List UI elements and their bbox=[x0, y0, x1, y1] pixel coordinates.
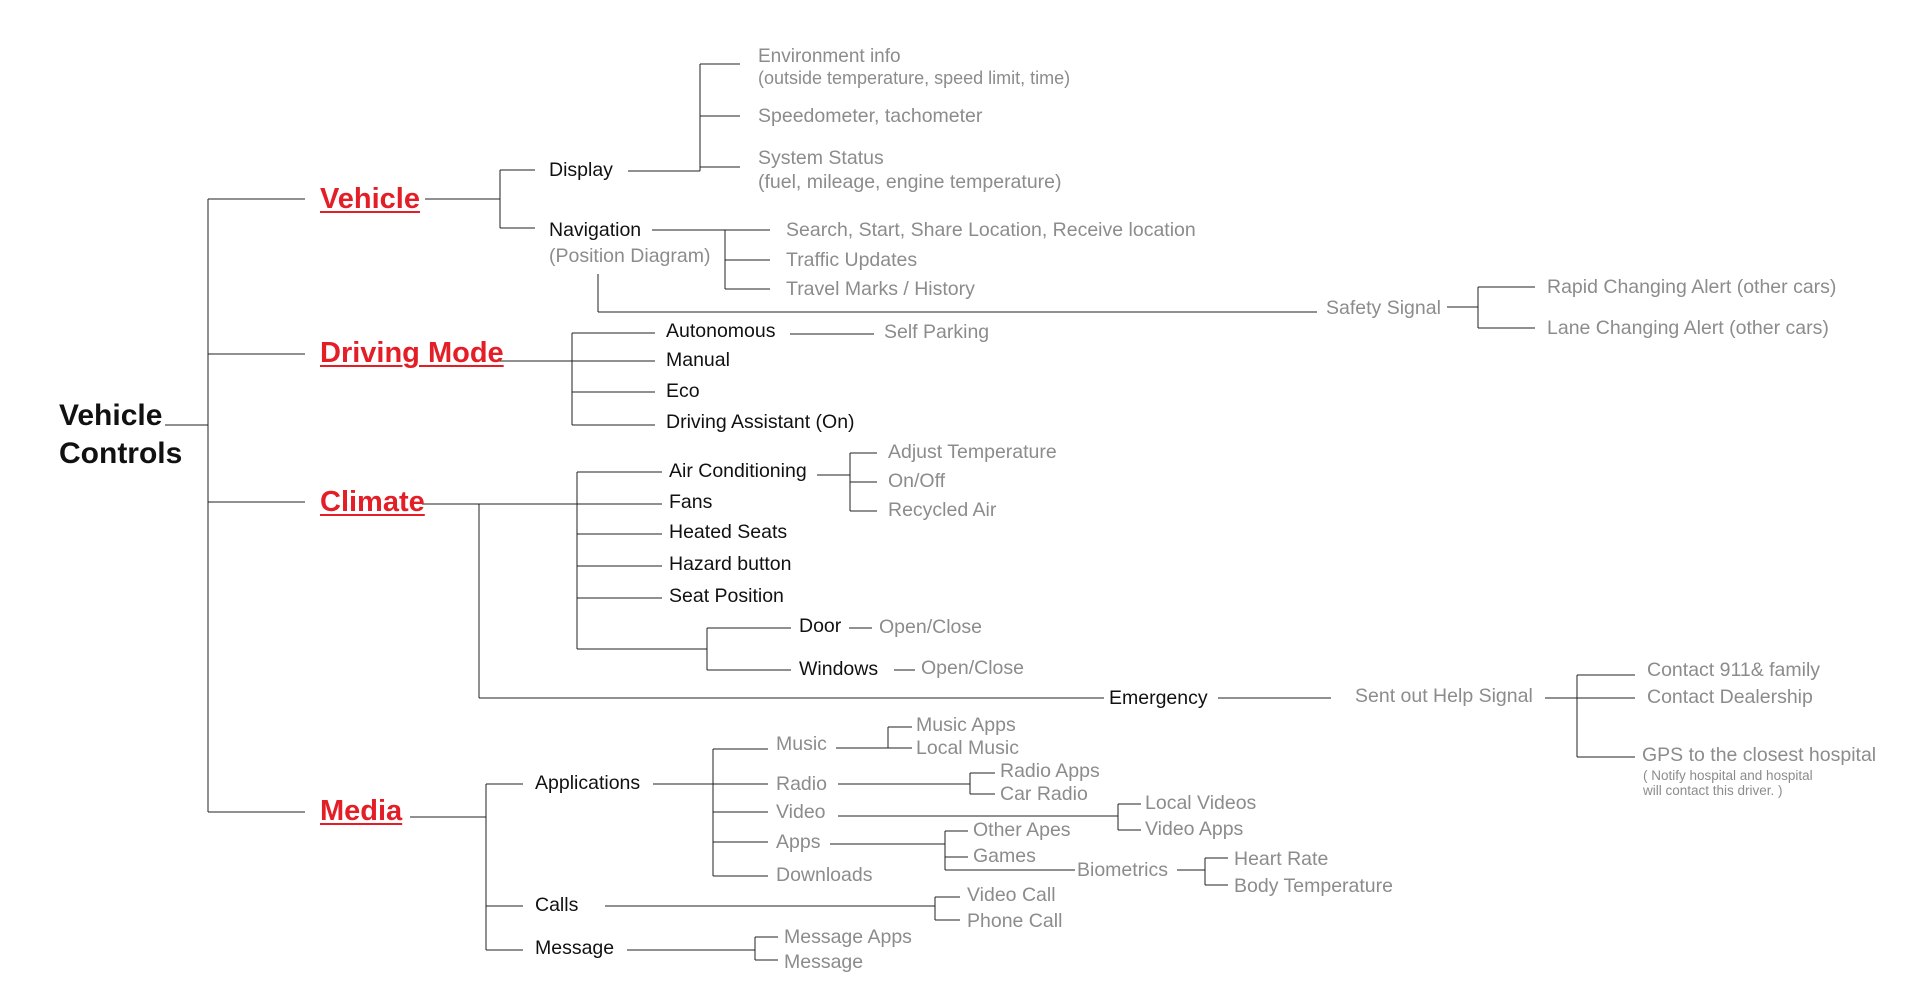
climate-hazard-button: Hazard button bbox=[669, 553, 792, 575]
display-system-status-detail: (fuel, mileage, engine temperature) bbox=[758, 171, 1062, 193]
ac-recycled-air: Recycled Air bbox=[888, 499, 997, 521]
calls-video-call: Video Call bbox=[967, 884, 1056, 906]
windows-open-close: Open/Close bbox=[921, 657, 1024, 679]
apps-radio: Radio bbox=[776, 773, 827, 795]
apps-video: Video bbox=[776, 801, 826, 823]
video-apps: Video Apps bbox=[1145, 818, 1244, 840]
display-environment-detail: (outside temperature, speed limit, time) bbox=[758, 68, 1071, 88]
vehicle-navigation: Navigation bbox=[549, 219, 642, 241]
biometrics-body-temperature: Body Temperature bbox=[1234, 875, 1393, 897]
apps-downloads: Downloads bbox=[776, 864, 873, 886]
music-apps: Music Apps bbox=[916, 714, 1016, 736]
apps-music: Music bbox=[776, 733, 827, 755]
navigation-travel-marks: Travel Marks / History bbox=[786, 278, 975, 300]
media-message: Message bbox=[535, 937, 615, 959]
emergency-contact-911: Contact 911& family bbox=[1647, 659, 1821, 681]
display-system-status: System Status bbox=[758, 147, 884, 169]
vehicle-display: Display bbox=[549, 159, 613, 181]
navigation-traffic: Traffic Updates bbox=[786, 249, 918, 271]
message-apps: Message Apps bbox=[784, 926, 912, 948]
apps-biometrics: Biometrics bbox=[1077, 859, 1169, 881]
climate-emergency: Emergency bbox=[1109, 687, 1208, 709]
display-speedometer: Speedometer, tachometer bbox=[758, 105, 983, 127]
navigation-search: Search, Start, Share Location, Receive l… bbox=[786, 219, 1196, 241]
climate-seat-position: Seat Position bbox=[669, 585, 784, 607]
calls-phone-call: Phone Call bbox=[967, 910, 1063, 932]
climate-heated-seats: Heated Seats bbox=[669, 521, 788, 543]
gps-note-line1: ( Notify hospital and hospital bbox=[1643, 768, 1813, 783]
climate-windows: Windows bbox=[799, 658, 879, 680]
safety-lane-changing-alert: Lane Changing Alert (other cars) bbox=[1547, 317, 1829, 339]
category-driving-mode: Driving Mode bbox=[320, 337, 504, 369]
category-media: Media bbox=[320, 795, 403, 827]
message-message: Message bbox=[784, 951, 864, 973]
driving-autonomous: Autonomous bbox=[666, 320, 776, 342]
emergency-help-signal: Sent out Help Signal bbox=[1355, 685, 1533, 707]
media-applications: Applications bbox=[535, 772, 641, 794]
gps-note-line2: will contact this driver. ) bbox=[1643, 783, 1783, 799]
biometrics-heart-rate: Heart Rate bbox=[1234, 848, 1329, 870]
door-open-close: Open/Close bbox=[879, 616, 982, 638]
driving-eco: Eco bbox=[666, 380, 700, 402]
category-climate: Climate bbox=[320, 486, 425, 518]
video-local: Local Videos bbox=[1145, 792, 1257, 814]
radio-apps: Radio Apps bbox=[1000, 760, 1100, 782]
driving-self-parking: Self Parking bbox=[884, 321, 990, 343]
emergency-gps-hospital: GPS to the closest hospital bbox=[1642, 744, 1877, 766]
navigation-position-diagram: (Position Diagram) bbox=[549, 245, 711, 267]
driving-manual: Manual bbox=[666, 349, 730, 371]
root-title-line1: Vehicle bbox=[59, 399, 163, 432]
apps-apps: Apps bbox=[776, 831, 821, 853]
ac-on-off: On/Off bbox=[888, 470, 946, 492]
climate-fans: Fans bbox=[669, 491, 713, 513]
category-vehicle: Vehicle bbox=[320, 183, 420, 215]
display-environment-info: Environment info bbox=[758, 46, 901, 67]
music-local: Local Music bbox=[916, 737, 1019, 759]
root-title-line2: Controls bbox=[59, 437, 183, 471]
apps-other-apes: Other Apes bbox=[973, 819, 1071, 841]
driving-assistant: Driving Assistant (On) bbox=[666, 411, 855, 433]
climate-air-conditioning: Air Conditioning bbox=[669, 460, 807, 482]
ac-adjust-temperature: Adjust Temperature bbox=[888, 441, 1057, 463]
radio-car: Car Radio bbox=[1000, 783, 1088, 805]
apps-games: Games bbox=[973, 845, 1036, 867]
safety-rapid-changing-alert: Rapid Changing Alert (other cars) bbox=[1547, 276, 1837, 298]
safety-signal: Safety Signal bbox=[1326, 297, 1441, 319]
emergency-gps-note: ( Notify hospital and hospital will cont… bbox=[1643, 768, 1813, 798]
emergency-contact-dealership: Contact Dealership bbox=[1647, 686, 1813, 708]
root-title: Vehicle Controls bbox=[59, 397, 182, 474]
media-calls: Calls bbox=[535, 894, 579, 916]
climate-door: Door bbox=[799, 615, 842, 637]
